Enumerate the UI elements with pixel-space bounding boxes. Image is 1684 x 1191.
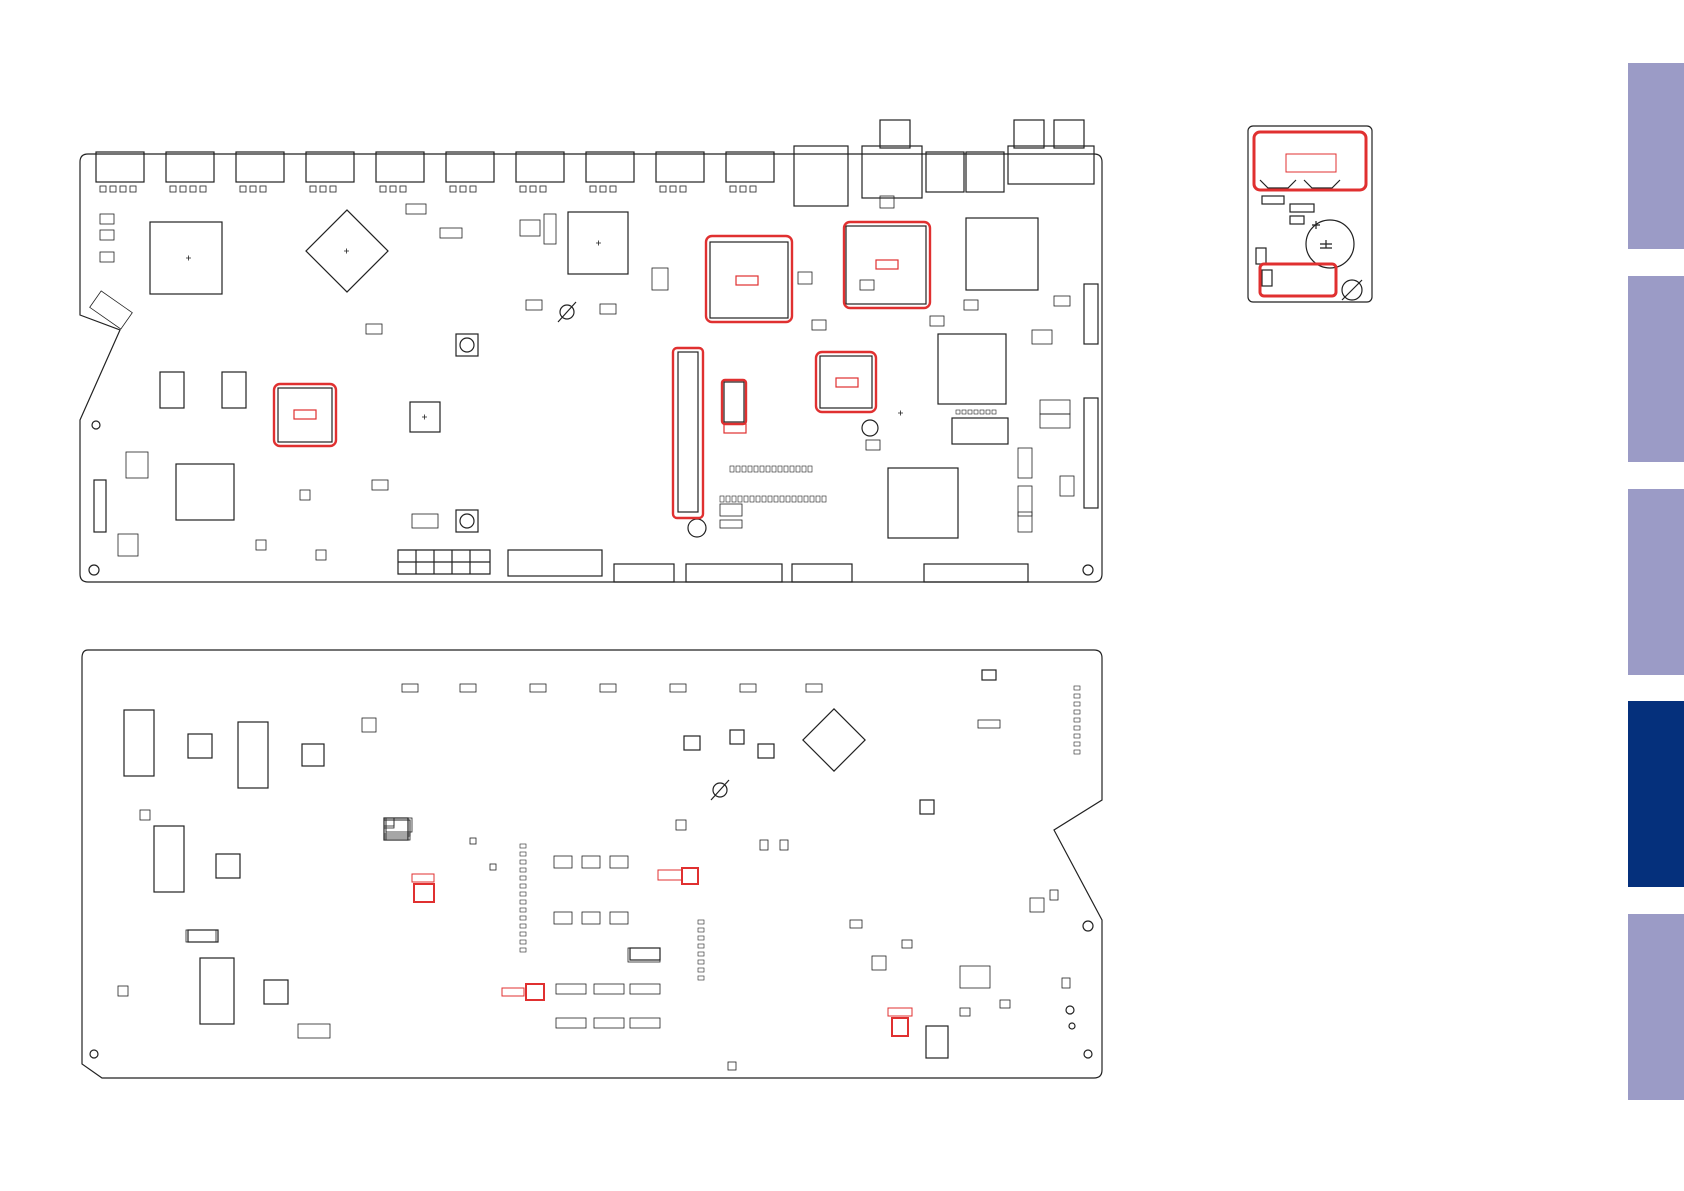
bottom-label-grid [398,550,490,574]
bottom-connector-4 [924,564,1028,582]
left-connector [94,480,106,532]
bottom-no-mount-symbol [711,780,729,800]
bottom-memory-pads [554,856,660,1028]
highlight-ic-u4 [706,236,792,322]
highlight-bottom-4 [892,1018,908,1036]
tact-switches [456,334,878,537]
bottom-connector-2 [686,564,782,582]
ic-u17 [952,418,1008,444]
bottom-label-box [508,550,602,576]
bottom-mount-holes [90,921,1093,1058]
ic-u6 [966,218,1038,290]
sub-board-outline [1248,126,1372,302]
ic-u9 [888,468,958,538]
ic-u5 [846,226,926,304]
ic-u12 [160,372,184,408]
bottom-board-outline [82,650,1102,1078]
highlight-ic-u16 [722,380,746,424]
bottom-ics [124,670,996,1058]
top-board-outline [80,154,1102,582]
bottom-board [82,650,1102,1078]
sub-board [1248,126,1372,302]
chapter-tab-2[interactable] [1628,276,1684,462]
ic-u7 [938,334,1006,404]
highlight-ic-u8 [816,352,876,412]
bottom-ic-rotated [803,709,865,771]
top-edge-passives [100,186,756,192]
bottom-board-highlights [412,868,912,1036]
highlight-ic-u5 [844,222,930,308]
highlight-sub-connector-top [1254,132,1366,190]
bottom-connector-3 [792,564,852,582]
chapter-tab-5[interactable] [1628,914,1684,1100]
ic-u15 [678,352,698,512]
bottom-connector-1 [614,564,674,582]
ic-u10 [176,464,234,520]
ic-u13 [222,372,246,408]
highlight-bottom-3 [526,984,544,1000]
right-connector-2 [1084,398,1098,508]
bottom-small-parts [118,684,1070,1070]
bottom-pin-columns [520,686,1080,980]
ic-u16 [724,382,744,422]
ic-u8 [820,356,872,408]
chapter-tab-3[interactable] [1628,489,1684,675]
sub-board-highlights [1254,132,1366,296]
top-no-mount-symbol [558,302,576,322]
highlight-bottom-1 [414,884,434,902]
chapter-tab-1[interactable] [1628,63,1684,249]
top-mount-holes [89,421,1093,575]
ic-u11 [278,388,332,442]
top-edge-connectors [96,120,1094,206]
ic-u4 [710,242,788,318]
ic-center-marks [186,241,903,420]
chapter-tab-4-active[interactable] [1628,701,1684,887]
highlight-bottom-2 [682,868,698,884]
right-connector-1 [1084,284,1098,344]
highlight-ic-u11 [274,384,336,446]
top-board [80,120,1102,582]
pin-row-group [720,410,996,502]
